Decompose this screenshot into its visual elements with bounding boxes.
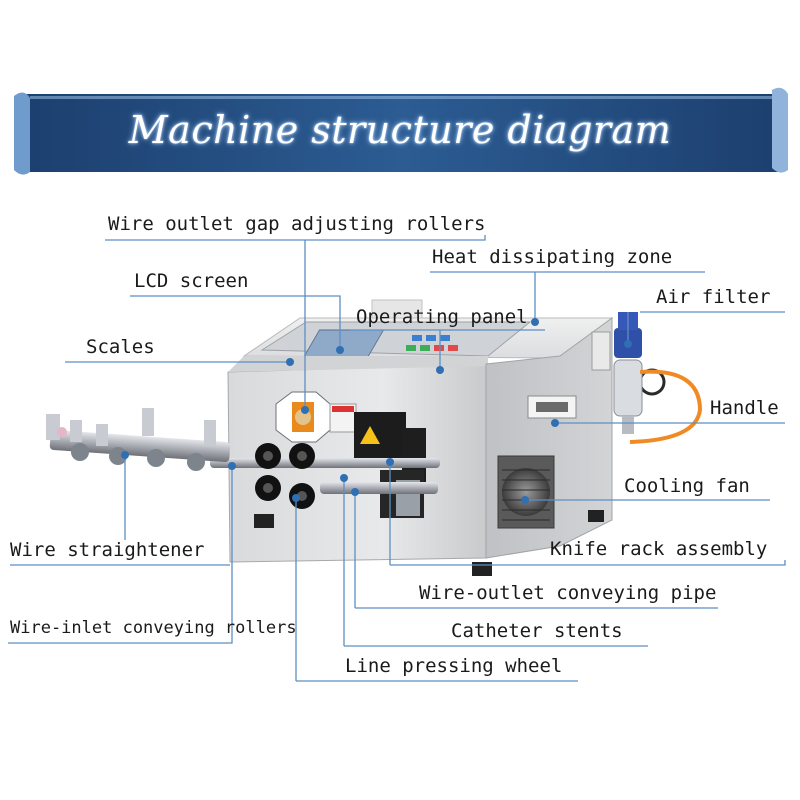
point-gap-rollers [301,406,309,414]
point-outlet-pipe [351,488,359,496]
wire-straightener-assembly [46,408,231,471]
point-straightener [121,451,129,459]
label-wire-outlet-gap-adjusting-rollers: Wire outlet gap adjusting rollers [108,213,486,235]
label-handle: Handle [710,397,779,419]
label-line-pressing-wheel: Line pressing wheel [345,655,563,677]
label-catheter-stents: Catheter stents [451,620,623,642]
page-title: Machine structure diagram [128,108,672,152]
point-air-filter [624,340,632,348]
keypad [406,335,458,351]
cooling-fan [497,455,555,529]
point-heat-zone [531,318,539,326]
point-scales [286,358,294,366]
point-handle [551,419,559,427]
point-cooling-fan [521,496,529,504]
label-wire-inlet-conveying-rollers: Wire-inlet conveying rollers [10,618,297,638]
label-heat-dissipating-zone: Heat dissipating zone [432,246,673,268]
leader-wire-outlet-gap [105,235,486,241]
label-operating-panel: Operating panel [356,306,528,328]
handle [527,395,577,419]
air-filter-unit [613,312,703,444]
label-cooling-fan: Cooling fan [624,475,750,497]
point-inlet-rollers [228,462,236,470]
label-scales: Scales [86,336,155,358]
point-pressing-wheel [292,494,300,502]
point-operating-panel [436,366,444,374]
label-wire-outlet-conveying-pipe: Wire-outlet conveying pipe [419,582,717,604]
leader-lcd-screen [130,295,341,350]
point-lcd [336,346,344,354]
point-catheter [340,474,348,482]
label-wire-straightener: Wire straightener [10,539,205,561]
leader-wire-inlet-rollers [8,466,233,644]
label-lcd-screen: LCD screen [134,270,249,292]
point-knife-rack [386,458,394,466]
label-air-filter: Air filter [656,286,771,308]
warning-label [329,403,357,433]
title-banner [14,87,788,175]
leader-knife-rack [390,560,786,566]
label-knife-rack-assembly: Knife rack assembly [550,538,768,560]
